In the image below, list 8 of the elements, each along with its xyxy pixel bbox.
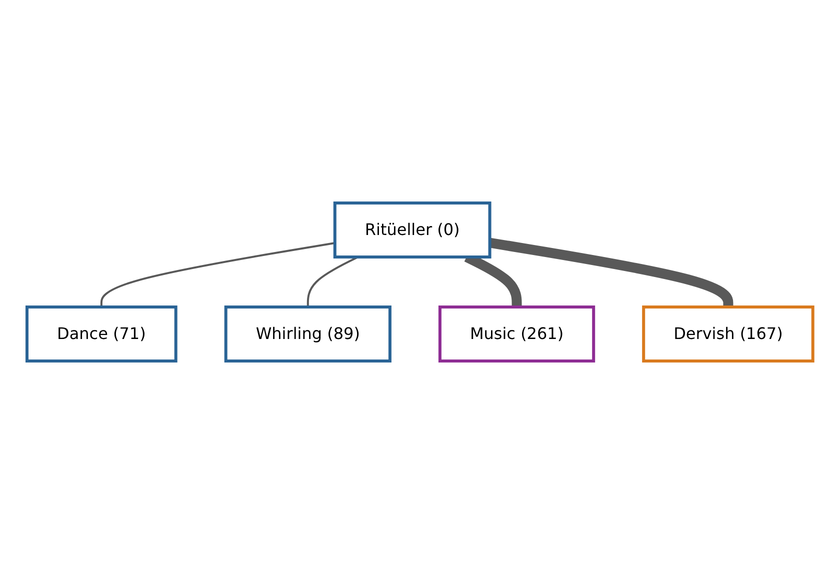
connector — [306, 256, 359, 307]
node-box: Whirling (89) — [224, 306, 392, 362]
connector — [100, 242, 336, 307]
node-box: Music (261) — [438, 306, 596, 362]
node-box: Dance (71) — [26, 306, 178, 362]
connector — [489, 238, 734, 308]
node-box: Dervish (167) — [642, 306, 814, 362]
node-box: Ritüeller (0) — [333, 202, 492, 258]
